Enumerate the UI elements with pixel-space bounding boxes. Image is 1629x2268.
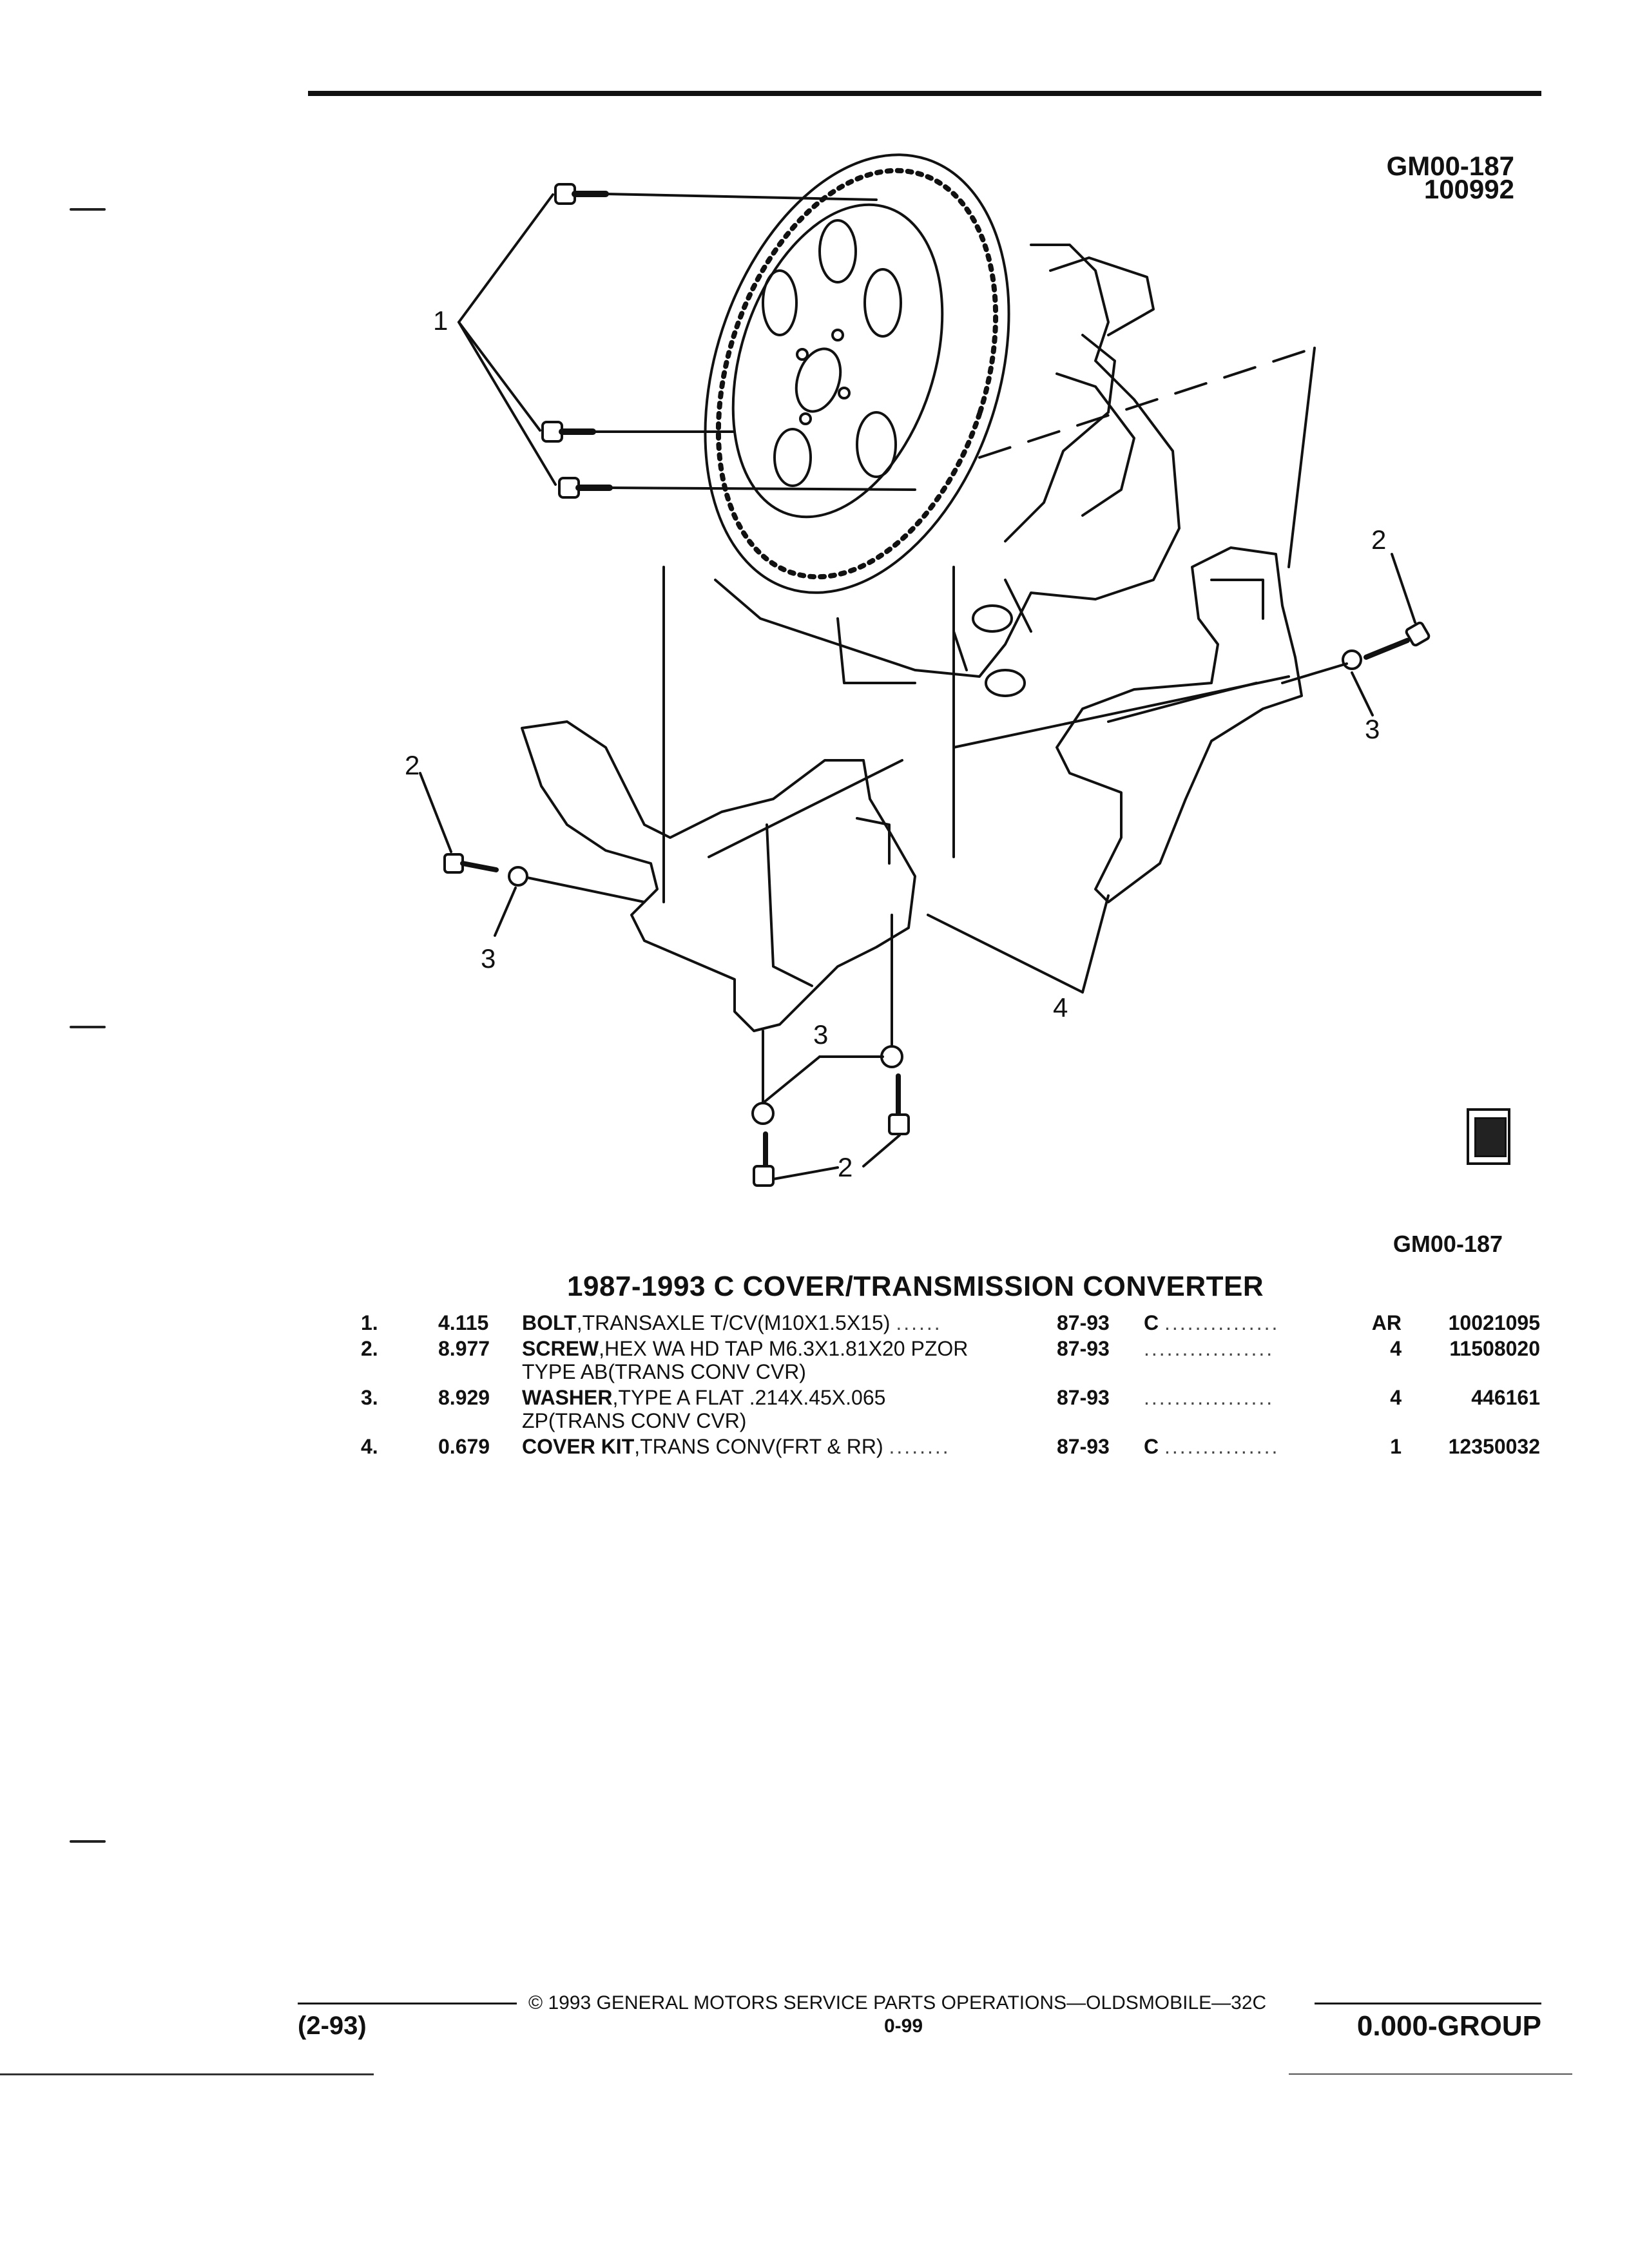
part-detail-line2: TYPE AB(TRANS CONV CVR) xyxy=(522,1360,806,1383)
footer-group: 0.000-GROUP xyxy=(1356,2010,1541,2042)
model-years: 87-93 xyxy=(1057,1311,1110,1334)
illustration-code: 0.679 xyxy=(438,1435,490,1458)
series-flag: ................. xyxy=(1144,1337,1274,1360)
flexplate xyxy=(704,153,1010,594)
leader-dots: ...... xyxy=(896,1311,942,1334)
leader-dots: ............... xyxy=(1164,1435,1280,1458)
rear-converter-cover xyxy=(952,347,1316,903)
part-detail: ,TRANSAXLE T/CV(M10X1.5X15) xyxy=(576,1311,891,1334)
figure-code-bottom: GM00-187 xyxy=(1393,1231,1503,1257)
item-number: 1. xyxy=(361,1311,378,1334)
model-years: 87-93 xyxy=(1057,1435,1110,1458)
illustration-code: 8.929 xyxy=(438,1386,490,1409)
part-name: WASHER xyxy=(522,1386,613,1409)
callout-1: 1 xyxy=(433,305,448,336)
series-flag: C ............... xyxy=(1144,1311,1279,1334)
part-row: 2. 8.977 SCREW,HEX WA HD TAP M6.3X1.81X2… xyxy=(361,1337,1540,1386)
part-detail-line2: ZP(TRANS CONV CVR) xyxy=(522,1409,747,1432)
part-number: 446161 xyxy=(1471,1386,1540,1409)
screws-and-washers xyxy=(419,553,1431,1187)
quantity: 4 xyxy=(1390,1386,1402,1409)
margin-tick xyxy=(70,208,106,211)
item-number: 2. xyxy=(361,1337,378,1360)
parts-list: 1. 4.115 BOLT,TRANSAXLE T/CV(M10X1.5X15)… xyxy=(361,1311,1540,1461)
callout-3: 3 xyxy=(481,943,496,974)
part-number: 10021095 xyxy=(1448,1311,1540,1334)
callout-4: 4 xyxy=(1053,992,1068,1023)
part-row: 1. 4.115 BOLT,TRANSAXLE T/CV(M10X1.5X15)… xyxy=(361,1311,1540,1337)
leader-dots: ........ xyxy=(889,1435,950,1458)
gm-parts-logo-icon xyxy=(1467,1108,1510,1165)
model-years: 87-93 xyxy=(1057,1386,1110,1409)
series-code: C xyxy=(1144,1435,1159,1458)
part-number: 12350032 xyxy=(1448,1435,1540,1458)
footer-page-number: 0-99 xyxy=(884,2015,923,2037)
part-row: 3. 8.929 WASHER,TYPE A FLAT .214X.45X.06… xyxy=(361,1386,1540,1435)
callout-2: 2 xyxy=(405,750,419,780)
callout-2: 2 xyxy=(838,1152,853,1182)
series-code: C xyxy=(1144,1311,1159,1334)
leader-dots: ............... xyxy=(1164,1311,1280,1334)
leader-dots: ................. xyxy=(1144,1337,1275,1360)
footer-rule-right xyxy=(1315,2003,1541,2004)
quantity: 4 xyxy=(1390,1337,1402,1360)
quantity: 1 xyxy=(1390,1435,1402,1458)
margin-tick xyxy=(70,1840,106,1843)
model-years: 87-93 xyxy=(1057,1337,1110,1360)
series-flag: C ............... xyxy=(1144,1435,1279,1458)
part-row: 4. 0.679 COVER KIT,TRANS CONV(FRT & RR) … xyxy=(361,1435,1540,1461)
bottom-edge-rule xyxy=(0,2073,374,2075)
callout-2: 2 xyxy=(1371,524,1386,555)
part-name: BOLT xyxy=(522,1311,577,1334)
margin-tick xyxy=(70,1026,106,1028)
illustration-code: 4.115 xyxy=(438,1311,489,1334)
part-description: COVER KIT,TRANS CONV(FRT & RR) ........ xyxy=(522,1435,1102,1458)
footer-date-code: (2-93) xyxy=(298,2012,367,2040)
part-number: 11508020 xyxy=(1449,1337,1540,1360)
quantity: AR xyxy=(1371,1311,1402,1334)
series-flag: ................. xyxy=(1144,1386,1274,1409)
engine-block xyxy=(714,244,1181,697)
part-name: SCREW xyxy=(522,1337,599,1360)
part-description: BOLT,TRANSAXLE T/CV(M10X1.5X15) ...... xyxy=(522,1311,1102,1334)
part-name: COVER KIT xyxy=(522,1435,635,1458)
part-detail: ,HEX WA HD TAP M6.3X1.81X20 PZOR xyxy=(599,1337,969,1360)
part-detail: ,TYPE A FLAT .214X.45X.065 xyxy=(612,1386,886,1409)
bolts-item-1 xyxy=(458,183,916,499)
footer-rule-left xyxy=(298,2003,517,2004)
figure-code: GM00-187 xyxy=(1386,151,1514,181)
top-rule xyxy=(308,91,1541,96)
footer-copyright: © 1993 GENERAL MOTORS SERVICE PARTS OPER… xyxy=(528,1992,1267,2013)
item-number: 4. xyxy=(361,1435,378,1458)
callout-3: 3 xyxy=(813,1019,828,1050)
figure-number: 100992 xyxy=(1423,174,1514,204)
callout-3: 3 xyxy=(1365,714,1380,744)
exploded-parts-diagram: 1 2 3 2 3 4 3 2 xyxy=(405,153,1431,1187)
illustration-code: 8.977 xyxy=(438,1337,490,1360)
bottom-edge-rule xyxy=(1289,2073,1572,2075)
section-title: 1987-1993 C COVER/TRANSMISSION CONVERTER xyxy=(567,1271,1264,1302)
part-detail: ,TRANS CONV(FRT & RR) xyxy=(634,1435,883,1458)
front-converter-cover xyxy=(521,566,955,1032)
leader-dots: ................. xyxy=(1144,1386,1275,1409)
item-number: 3. xyxy=(361,1386,378,1409)
